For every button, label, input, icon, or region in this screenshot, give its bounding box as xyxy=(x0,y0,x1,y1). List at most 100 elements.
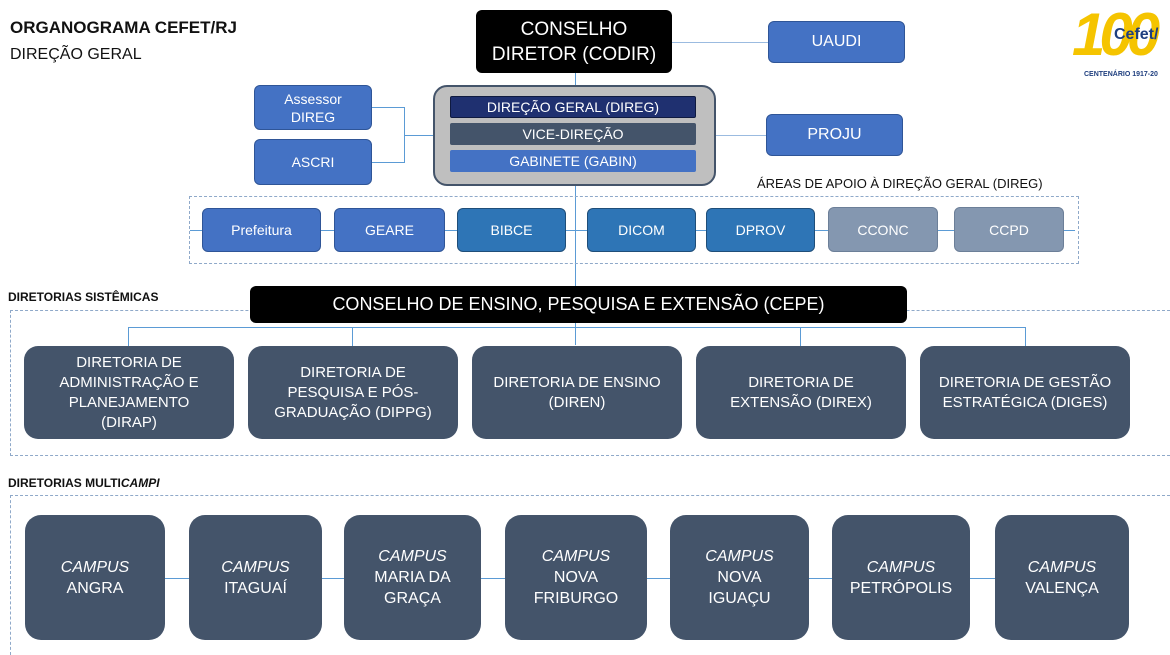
campus-iguacu-line-2: IGUAÇU xyxy=(708,590,771,607)
connector-direction-proju xyxy=(716,135,766,136)
campus-friburgo-line-2: FRIBURGO xyxy=(533,590,619,607)
direx-line-2: EXTENSÃO (DIREX) xyxy=(730,393,872,411)
campus-iguacu-line-1: NOVA xyxy=(717,569,762,586)
campus-valenca-line-1: VALENÇA xyxy=(1025,579,1099,597)
proju-box[interactable]: PROJU xyxy=(766,114,903,156)
campus-petropolis[interactable]: CAMPUS PETRÓPOLIS xyxy=(832,515,970,640)
connector-sys-4 xyxy=(800,327,801,346)
support-dicom-label: DICOM xyxy=(618,222,665,238)
connector-sys-2 xyxy=(352,327,353,346)
assessor-line-2: DIREG xyxy=(290,108,336,125)
gabin-row[interactable]: GABINETE (GABIN) xyxy=(450,150,696,172)
systemic-label: DIRETORIAS SISTÊMICAS xyxy=(8,290,159,304)
dippg-line-2: PESQUISA E PÓS- xyxy=(287,383,419,401)
dirap-line-2: ADMINISTRAÇÃO E xyxy=(59,373,199,391)
multicampi-label-prefix: DIRETORIAS MULTI xyxy=(8,476,121,490)
codir-line-2: DIRETOR (CODIR) xyxy=(491,43,657,65)
logo-digits: 100 xyxy=(1072,1,1160,68)
diretoria-diren[interactable]: DIRETORIA DE ENSINO (DIREN) xyxy=(472,346,682,439)
diges-line-2: ESTRATÉGICA (DIGES) xyxy=(942,393,1108,411)
multicampi-label: DIRETORIAS MULTICAMPI xyxy=(8,476,160,490)
campus-valenca[interactable]: CAMPUS VALENÇA xyxy=(995,515,1129,640)
connector-ascri xyxy=(372,162,404,163)
diges-line-1: DIRETORIA DE GESTÃO xyxy=(938,373,1112,391)
support-prefeitura[interactable]: Prefeitura xyxy=(202,208,321,252)
uaudi-box[interactable]: UAUDI xyxy=(768,21,905,63)
page-subtitle: DIREÇÃO GERAL xyxy=(10,46,142,63)
diretoria-dippg[interactable]: DIRETORIA DE PESQUISA E PÓS- GRADUAÇÃO (… xyxy=(248,346,458,439)
cepe-box[interactable]: CONSELHO DE ENSINO, PESQUISA E EXTENSÃO … xyxy=(250,286,907,323)
campus-maria-da-graca[interactable]: CAMPUS MARIA DA GRAÇA xyxy=(344,515,481,640)
connector-sys-1 xyxy=(128,327,129,346)
multicampi-frame xyxy=(10,495,1170,655)
campus-itaguai-word: CAMPUS xyxy=(221,558,290,576)
campus-petropolis-line-1: PETRÓPOLIS xyxy=(849,579,953,597)
cefet-logo: 100 Cefet/ CENTENÁRIO 1917-20 xyxy=(1072,1,1170,82)
support-areas-label: ÁREAS DE APOIO À DIREÇÃO GERAL (DIREG) xyxy=(757,176,1043,191)
campus-angra-word: CAMPUS xyxy=(60,558,130,576)
diren-line-1: DIRETORIA DE ENSINO xyxy=(493,373,661,391)
campus-friburgo-word: CAMPUS xyxy=(541,548,611,565)
support-dicom[interactable]: DICOM xyxy=(587,208,696,252)
campus-nova-friburgo[interactable]: CAMPUS NOVA FRIBURGO xyxy=(505,515,647,640)
connector-left-direction xyxy=(404,135,433,136)
connector-assessor xyxy=(372,107,404,108)
dirap-line-3: PLANEJAMENTO xyxy=(68,393,190,411)
connector-systemic-row xyxy=(128,327,1026,328)
campus-angra-line-1: ANGRA xyxy=(66,579,124,597)
gabin-label: GABINETE (GABIN) xyxy=(509,153,637,169)
dirap-line-4: (DIRAP) xyxy=(101,413,157,431)
ascri-box[interactable]: ASCRI xyxy=(254,139,372,185)
campus-iguacu-word: CAMPUS xyxy=(705,548,774,565)
support-bibce-label: BIBCE xyxy=(490,222,533,238)
ascri-label: ASCRI xyxy=(291,154,335,170)
vice-direction-label: VICE-DIREÇÃO xyxy=(522,126,624,142)
multicampi-label-italic: CAMPI xyxy=(120,476,160,490)
vice-direction-row[interactable]: VICE-DIREÇÃO xyxy=(450,123,696,145)
campus-petropolis-word: CAMPUS xyxy=(866,558,936,576)
dirap-line-1: DIRETORIA DE xyxy=(76,353,182,371)
support-cconc[interactable]: CCONC xyxy=(828,207,938,252)
assessor-line-1: Assessor xyxy=(284,90,342,107)
logo-text: Cefet/ xyxy=(1114,26,1159,43)
support-geare-label: GEARE xyxy=(364,222,414,238)
codir-line-1: CONSELHO xyxy=(520,18,628,40)
connector-cepe-vertical xyxy=(575,323,576,345)
campus-angra[interactable]: CAMPUS ANGRA xyxy=(25,515,165,640)
campus-maria-word: CAMPUS xyxy=(378,548,447,565)
campus-itaguai-line-1: ITAGUAÍ xyxy=(224,579,287,597)
support-bibce[interactable]: BIBCE xyxy=(457,208,566,252)
direg-row[interactable]: DIREÇÃO GERAL (DIREG) xyxy=(450,96,696,118)
logo-caption: CENTENÁRIO 1917-20 xyxy=(1084,71,1158,78)
direg-label: DIREÇÃO GERAL (DIREG) xyxy=(486,99,660,115)
assessor-direg-box[interactable]: Assessor DIREG xyxy=(254,85,372,130)
support-ccpd[interactable]: CCPD xyxy=(954,207,1064,252)
diretoria-diges[interactable]: DIRETORIA DE GESTÃO ESTRATÉGICA (DIGES) xyxy=(920,346,1130,439)
uaudi-label: UAUDI xyxy=(811,33,862,50)
dippg-line-1: DIRETORIA DE xyxy=(300,363,406,381)
campus-valenca-word: CAMPUS xyxy=(1027,558,1097,576)
connector-sys-5 xyxy=(1025,327,1026,346)
support-geare[interactable]: GEARE xyxy=(334,208,445,252)
campus-nova-iguacu[interactable]: CAMPUS NOVA IGUAÇU xyxy=(670,515,809,640)
support-prefeitura-label: Prefeitura xyxy=(231,222,292,238)
diretoria-direx[interactable]: DIRETORIA DE EXTENSÃO (DIREX) xyxy=(696,346,906,439)
support-ccpd-label: CCPD xyxy=(989,221,1029,238)
dippg-line-3: GRADUAÇÃO (DIPPG) xyxy=(274,403,432,421)
proju-label: PROJU xyxy=(807,126,862,143)
campus-maria-line-2: GRAÇA xyxy=(384,590,441,607)
support-dprov-label: DPROV xyxy=(735,222,786,238)
connector-codir-uaudi xyxy=(672,42,768,43)
direx-line-1: DIRETORIA DE xyxy=(748,373,854,391)
support-dprov[interactable]: DPROV xyxy=(706,208,815,252)
campus-friburgo-line-1: NOVA xyxy=(553,569,599,586)
support-areas-frame xyxy=(189,196,1079,264)
diretoria-dirap[interactable]: DIRETORIA DE ADMINISTRAÇÃO E PLANEJAMENT… xyxy=(24,346,234,439)
page-title: ORGANOGRAMA CEFET/RJ xyxy=(10,18,237,37)
support-cconc-label: CCONC xyxy=(857,221,909,238)
campus-itaguai[interactable]: CAMPUS ITAGUAÍ xyxy=(189,515,322,640)
diren-line-2: (DIREN) xyxy=(548,393,606,411)
campus-maria-line-1: MARIA DA xyxy=(374,569,451,586)
codir-box[interactable]: CONSELHO DIRETOR (CODIR) xyxy=(476,10,672,73)
cepe-label: CONSELHO DE ENSINO, PESQUISA E EXTENSÃO … xyxy=(332,294,825,314)
